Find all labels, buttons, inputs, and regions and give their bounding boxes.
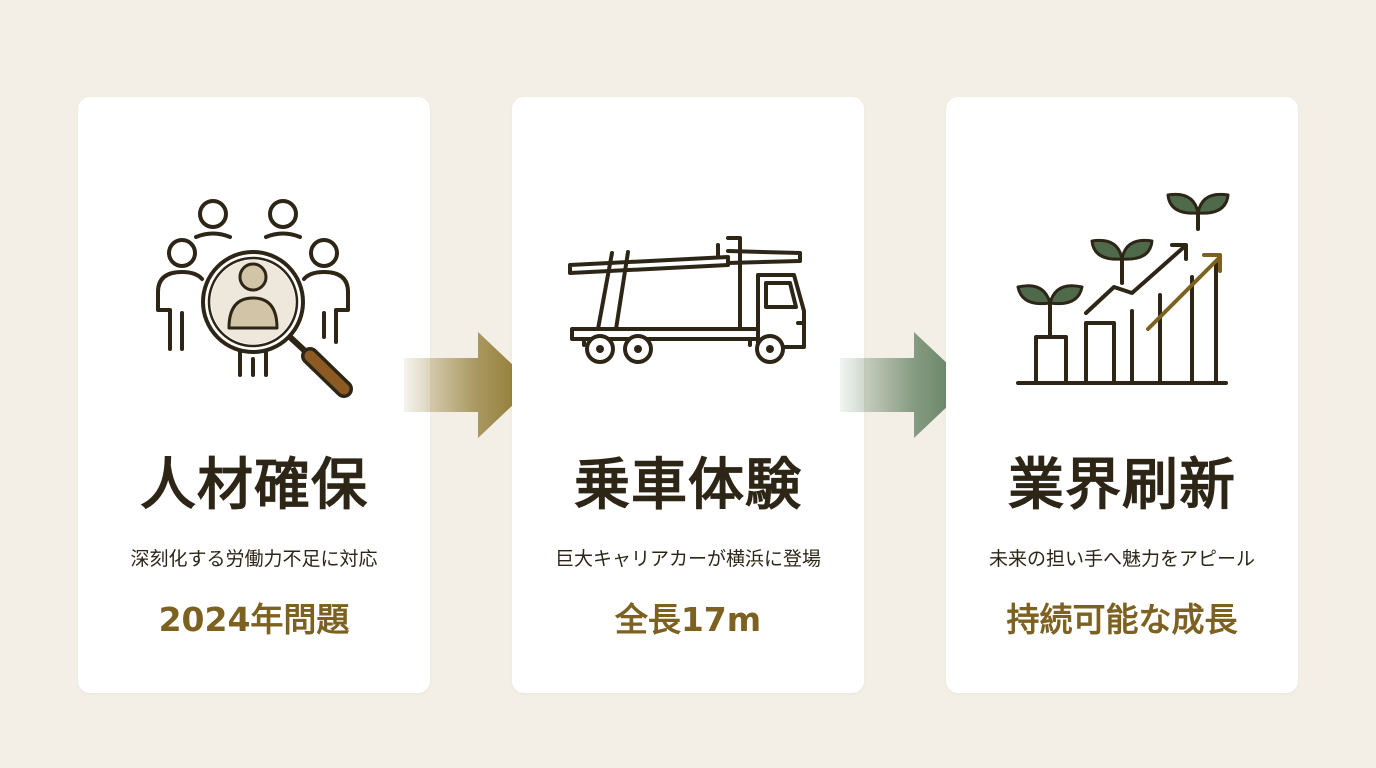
people-search-icon [78,97,430,427]
car-carrier-truck-icon [512,97,864,427]
step-card-2: 乗車体験 巨大キャリアカーが横浜に登場 全長17m [512,97,864,693]
step-highlight: 全長17m [614,600,762,639]
step-title: 人材確保 [140,452,368,518]
arrow-right-icon [404,332,534,438]
step-highlight: 持続可能な成長 [1006,600,1238,639]
step-subtitle: 巨大キャリアカーが横浜に登場 [554,548,821,570]
step-title: 乗車体験 [574,452,802,518]
step-subtitle: 深刻化する労働力不足に対応 [130,548,378,570]
step-card-1: 人材確保 深刻化する労働力不足に対応 2024年問題 [78,97,430,693]
step-card-3: 業界刷新 未来の担い手へ魅力をアピール 持続可能な成長 [946,97,1298,693]
arrow-right-icon [840,332,970,438]
step-subtitle: 未来の担い手へ魅力をアピール [988,548,1255,570]
growth-sprout-chart-icon [946,97,1298,427]
step-highlight: 2024年問題 [158,600,350,639]
step-title: 業界刷新 [1008,452,1236,518]
